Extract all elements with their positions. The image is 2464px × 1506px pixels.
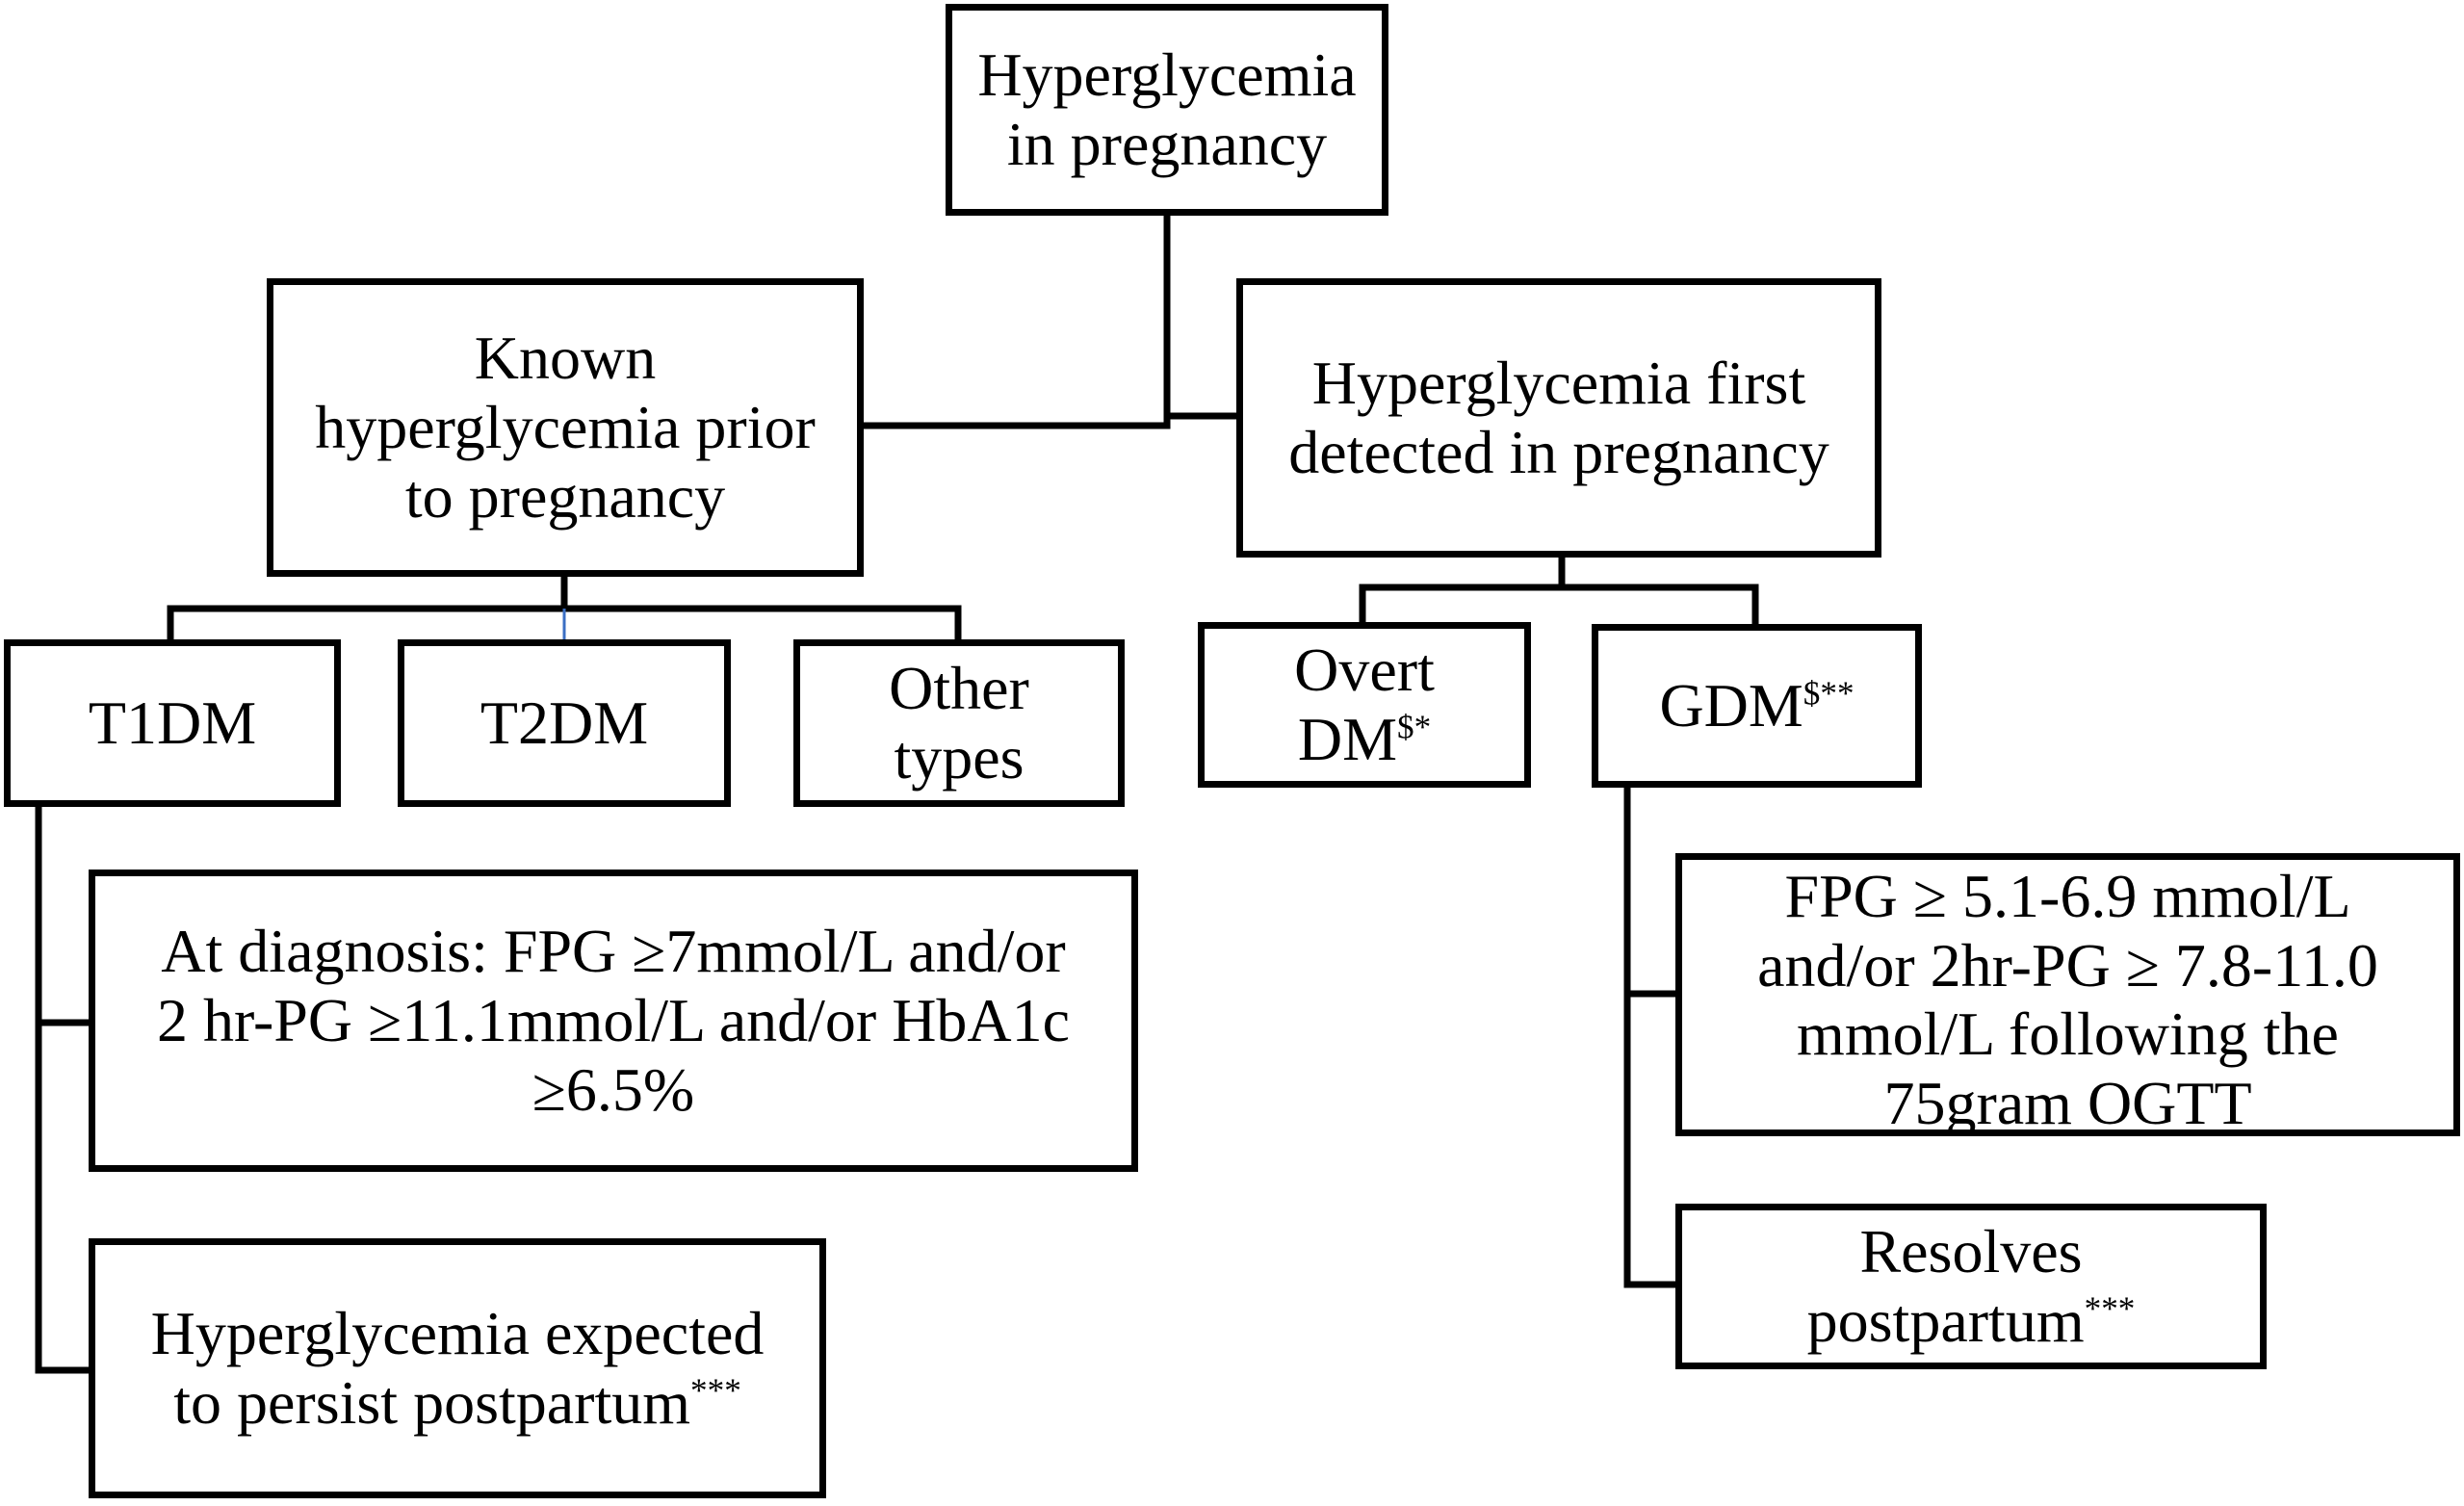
node-persist-line1: Hyperglycemia expected bbox=[150, 1299, 765, 1368]
node-first-detected: Hyperglycemia first detected in pregnanc… bbox=[1236, 278, 1881, 558]
node-resolves-line2: postpartum bbox=[1806, 1286, 2085, 1355]
node-overt-dm-footnote: $* bbox=[1396, 708, 1432, 746]
node-known-line1: Known bbox=[474, 324, 657, 393]
node-persist-postpartum: Hyperglycemia expected to persist postpa… bbox=[89, 1238, 826, 1498]
node-t2dm: T2DM bbox=[398, 639, 731, 807]
node-resolves-footnote: *** bbox=[2084, 1289, 2136, 1328]
node-known-line2: hyperglycemia prior bbox=[315, 393, 816, 462]
node-diagnosis-line2: 2 hr-PG ≥11.1mmol/L and/or HbA1c bbox=[156, 986, 1071, 1055]
node-gdm-criteria-line3: mmol/L following the bbox=[1797, 1000, 2339, 1069]
node-diagnosis-line3: ≥6.5% bbox=[532, 1054, 695, 1124]
node-gdm-criteria-line1: FPG ≥ 5.1-6.9 mmol/L bbox=[1784, 862, 2351, 930]
node-persist-line2: to persist postpartum bbox=[173, 1368, 691, 1437]
node-diagnosis-criteria: At diagnosis: FPG ≥7mmol/L and/or 2 hr-P… bbox=[89, 870, 1138, 1172]
node-diagnosis-line1: At diagnosis: FPG ≥7mmol/L and/or bbox=[161, 917, 1066, 986]
node-known-hyperglycemia: Known hyperglycemia prior to pregnancy bbox=[267, 278, 864, 577]
node-first-detected-line2: detected in pregnancy bbox=[1288, 418, 1829, 486]
node-hyperglycemia-in-pregnancy: Hyperglycemia in pregnancy bbox=[946, 4, 1388, 216]
node-overt-dm-line1: Overt bbox=[1294, 636, 1435, 705]
node-overt-dm-line2: DM bbox=[1297, 705, 1397, 773]
node-t1dm-label: T1DM bbox=[88, 688, 257, 758]
node-other-types-line2: types bbox=[894, 723, 1025, 792]
node-gdm-footnote: $** bbox=[1803, 674, 1854, 713]
node-persist-footnote: *** bbox=[690, 1371, 741, 1410]
node-gdm: GDM$** bbox=[1592, 624, 1922, 788]
node-root-line1: Hyperglycemia bbox=[977, 40, 1357, 110]
node-t1dm: T1DM bbox=[4, 639, 341, 807]
node-resolves-line1: Resolves bbox=[1859, 1217, 2083, 1286]
node-gdm-criteria: FPG ≥ 5.1-6.9 mmol/L and/or 2hr-PG ≥ 7.8… bbox=[1675, 853, 2460, 1136]
node-first-detected-line1: Hyperglycemia first bbox=[1311, 349, 1806, 418]
node-other-types: Other types bbox=[793, 639, 1125, 807]
node-resolves-postpartum: Resolves postpartum*** bbox=[1675, 1204, 2267, 1369]
node-gdm-criteria-line2: and/or 2hr-PG ≥ 7.8-11.0 bbox=[1757, 930, 2378, 1000]
node-gdm-criteria-line4: 75gram OGTT bbox=[1883, 1069, 2252, 1136]
node-gdm-label: GDM bbox=[1659, 671, 1803, 740]
node-overt-dm: Overt DM$* bbox=[1198, 622, 1531, 788]
node-known-line3: to pregnancy bbox=[404, 461, 726, 531]
node-t2dm-label: T2DM bbox=[480, 688, 649, 758]
node-root-line2: in pregnancy bbox=[1006, 110, 1328, 178]
node-other-types-line1: Other bbox=[889, 654, 1029, 723]
